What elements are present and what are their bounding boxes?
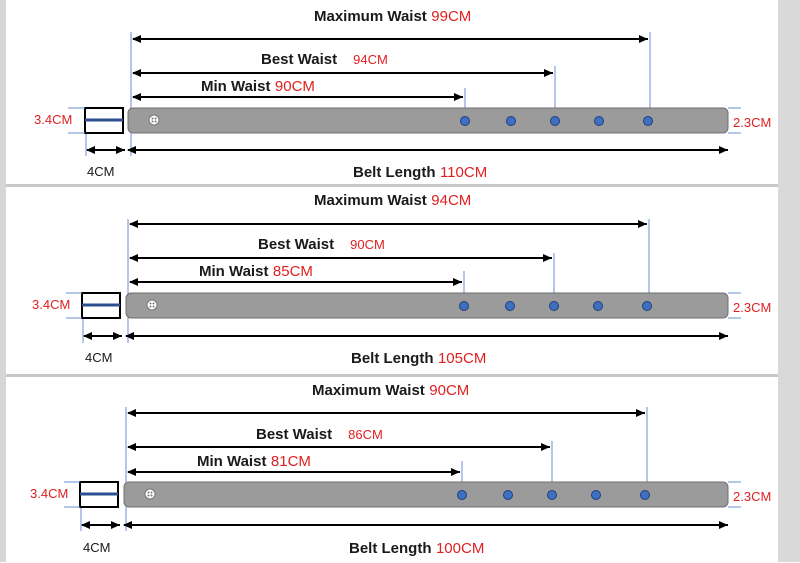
belt-length-label: Belt Length 105CM <box>351 350 486 367</box>
width-right-label: 2.3CM <box>733 115 771 130</box>
width-left-label: 3.4CM <box>30 486 68 501</box>
belt-hole <box>642 301 652 311</box>
belt-hole <box>550 116 560 126</box>
belt-hole <box>594 116 604 126</box>
buckle-width-label: 4CM <box>85 350 112 365</box>
belt-hole <box>549 301 559 311</box>
panel-divider <box>6 184 778 187</box>
belt-hole <box>503 490 513 500</box>
min-waist-label: Min Waist 90CM <box>201 78 315 95</box>
max-waist-label: Maximum Waist 94CM <box>314 192 471 209</box>
max-waist-label: Maximum Waist 90CM <box>312 382 469 399</box>
max-waist-label: Maximum Waist 99CM <box>314 8 471 25</box>
belt-length-label: Belt Length 110CM <box>353 164 487 181</box>
strap-rivet <box>144 488 156 500</box>
buckle-width-label: 4CM <box>83 540 110 555</box>
belt-strap <box>127 107 729 134</box>
left-border <box>0 0 6 562</box>
belt-hole <box>640 490 650 500</box>
panel-divider <box>6 374 778 377</box>
width-left-label: 3.4CM <box>34 112 72 127</box>
belt-hole <box>506 116 516 126</box>
belt-length-label: Belt Length 100CM <box>349 540 484 557</box>
belt-hole <box>505 301 515 311</box>
width-right-label: 2.3CM <box>733 489 771 504</box>
belt-hole <box>460 116 470 126</box>
width-left-label: 3.4CM <box>32 297 70 312</box>
buckle-width-label: 4CM <box>87 164 114 179</box>
belt-hole <box>591 490 601 500</box>
min-waist-label: Min Waist 81CM <box>197 453 311 470</box>
belt-strap <box>125 292 729 319</box>
belt-hole <box>643 116 653 126</box>
belt-hole <box>593 301 603 311</box>
strap-rivet <box>148 114 160 126</box>
belt-hole <box>547 490 557 500</box>
belt-hole <box>457 490 467 500</box>
belt-hole <box>459 301 469 311</box>
right-border <box>778 0 800 562</box>
min-waist-label: Min Waist 85CM <box>199 263 313 280</box>
width-right-label: 2.3CM <box>733 300 771 315</box>
strap-rivet <box>146 299 158 311</box>
belt-strap <box>123 481 729 508</box>
